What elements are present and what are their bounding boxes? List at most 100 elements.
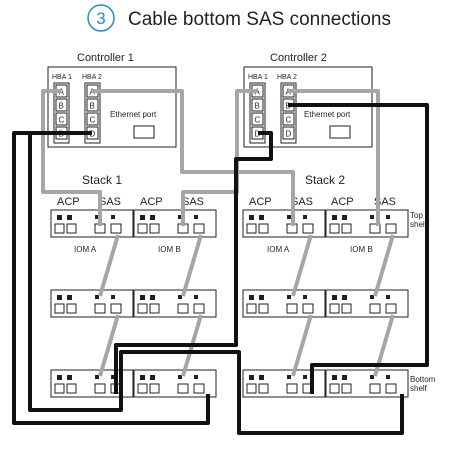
acp-port[interactable] (66, 303, 77, 314)
stack-2-iomb-bottom-shelf (325, 369, 409, 398)
acp-port[interactable] (137, 303, 148, 314)
stack-1-label: Stack 1 (82, 173, 122, 187)
acp-indicator (332, 375, 337, 380)
port-letter: B (59, 102, 64, 111)
sas-port[interactable] (193, 223, 205, 234)
controller-2-hba1-port-c[interactable] (251, 112, 264, 126)
acp-indicator (249, 375, 254, 380)
sas-port[interactable] (385, 223, 397, 234)
sas-indicator (194, 375, 198, 379)
sas-label: SAS (99, 196, 121, 208)
sas-port[interactable] (110, 223, 122, 234)
acp-port[interactable] (341, 303, 352, 314)
acp-port[interactable] (54, 303, 65, 314)
stack-1-ioma-top-shelf (50, 209, 134, 238)
acp-port[interactable] (149, 383, 160, 394)
acp-label: ACP (331, 196, 354, 208)
sas-indicator (95, 215, 99, 219)
acp-port[interactable] (258, 223, 269, 234)
sas-port[interactable] (177, 303, 189, 314)
sas-port[interactable] (369, 223, 381, 234)
sas-indicator (95, 375, 99, 379)
controller-1-ethernet-port[interactable] (133, 125, 155, 139)
controller-2-hba2-port-c[interactable] (282, 112, 295, 126)
sas-indicator (178, 215, 182, 219)
acp-port[interactable] (329, 383, 340, 394)
controller-2-hba2a-to-stack-2-cable (288, 89, 380, 226)
sas-indicator (287, 375, 291, 379)
controller-2-hba1-port-b[interactable] (251, 98, 264, 112)
stack-1-iomb-top-shelf (133, 209, 217, 238)
acp-port[interactable] (137, 383, 148, 394)
sas-port[interactable] (385, 303, 397, 314)
acp-port[interactable] (66, 223, 77, 234)
acp-indicator (67, 215, 72, 220)
acp-label: ACP (57, 196, 80, 208)
acp-port[interactable] (329, 223, 340, 234)
stack-2-iomb-middle-shelf (325, 289, 409, 318)
iom-a-label: IOM A (74, 245, 97, 254)
sas-label: SAS (291, 196, 313, 208)
sas-port[interactable] (94, 303, 106, 314)
controller-2-hba2-label: HBA 2 (277, 74, 297, 81)
sas-indicator (111, 375, 115, 379)
acp-indicator (140, 295, 145, 300)
acp-port[interactable] (258, 383, 269, 394)
acp-port[interactable] (341, 223, 352, 234)
stack-1-iomb-top-mid-cable (181, 234, 203, 297)
port-letter: C (90, 116, 96, 125)
sas-port[interactable] (94, 383, 106, 394)
acp-indicator (342, 375, 347, 380)
sas-indicator (95, 295, 99, 299)
sas-port[interactable] (302, 223, 314, 234)
acp-indicator (67, 375, 72, 380)
module-headers: ACP SAS ACP SAS ACP SAS ACP SAS IOM A IO… (57, 196, 396, 254)
controller-2-hba1-label: HBA 1 (248, 74, 268, 81)
sas-indicator (178, 295, 182, 299)
stack-1-ioma-mid-bottom-cable (98, 314, 120, 377)
acp-port[interactable] (66, 383, 77, 394)
acp-port[interactable] (246, 223, 257, 234)
acp-port[interactable] (246, 303, 257, 314)
controller-1-hba1a-to-stack-1-cable (41, 89, 102, 226)
controller-2-ethernet-port[interactable] (329, 125, 351, 139)
stack-1-iomb-middle-shelf (133, 289, 217, 318)
acp-port[interactable] (149, 303, 160, 314)
acp-indicator (57, 215, 62, 220)
sas-port[interactable] (286, 303, 298, 314)
controller-1-hba1-port-b[interactable] (55, 98, 68, 112)
gray-cables (41, 89, 395, 377)
acp-port[interactable] (54, 383, 65, 394)
acp-indicator (259, 295, 264, 300)
sas-port[interactable] (286, 383, 298, 394)
acp-port[interactable] (149, 223, 160, 234)
controller-2-hba1d-to-stack-1-bottom-cable (114, 131, 273, 394)
controller-1-hba1-port-c[interactable] (55, 112, 68, 126)
acp-port[interactable] (137, 223, 148, 234)
acp-port[interactable] (329, 303, 340, 314)
port-letter: D (286, 130, 292, 139)
acp-port[interactable] (54, 223, 65, 234)
sas-port[interactable] (302, 303, 314, 314)
controller-2-label: Controller 2 (270, 52, 327, 64)
sas-port[interactable] (385, 383, 397, 394)
controller-1-hba2-port-b[interactable] (86, 98, 99, 112)
controller-2-hba2-port-d[interactable] (282, 126, 295, 140)
port-letter: D (90, 130, 96, 139)
sas-port[interactable] (369, 303, 381, 314)
sas-indicator (303, 215, 307, 219)
sas-port[interactable] (369, 383, 381, 394)
controller-1-hba2-port-c[interactable] (86, 112, 99, 126)
sas-indicator (303, 295, 307, 299)
sas-port[interactable] (193, 383, 205, 394)
acp-port[interactable] (258, 303, 269, 314)
sas-port[interactable] (110, 303, 122, 314)
acp-indicator (259, 215, 264, 220)
sas-port[interactable] (193, 303, 205, 314)
sas-indicator (370, 375, 374, 379)
stack-2-ioma-mid-bottom-cable (291, 314, 313, 377)
acp-port[interactable] (246, 383, 257, 394)
sas-port[interactable] (177, 383, 189, 394)
stack-2-label: Stack 2 (305, 173, 345, 187)
acp-port[interactable] (341, 383, 352, 394)
